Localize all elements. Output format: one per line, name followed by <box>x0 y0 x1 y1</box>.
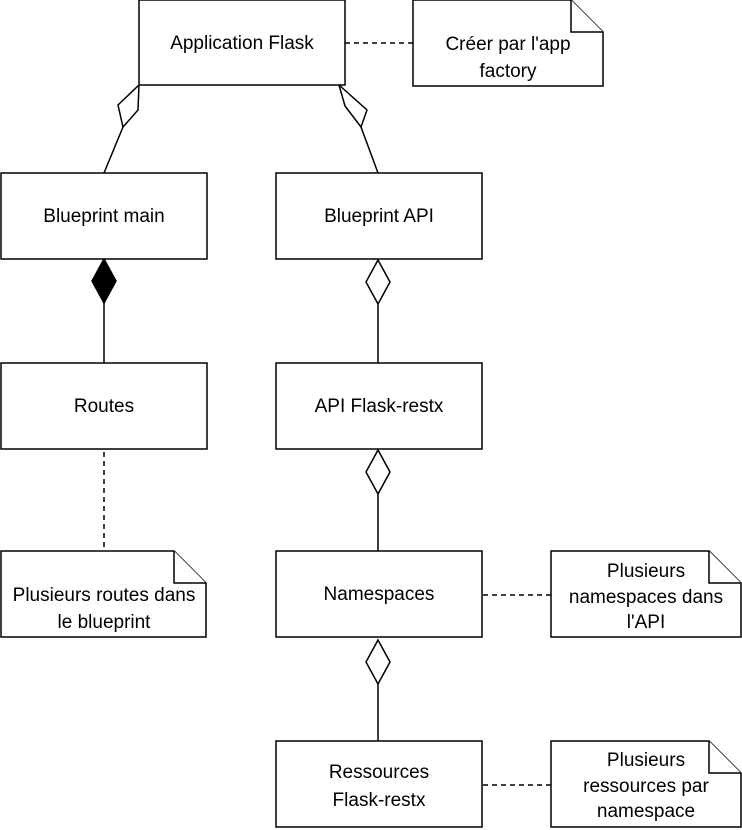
composition-diamond-main-routes <box>91 257 117 305</box>
note-line-1: Plusieurs routes dans <box>13 585 196 606</box>
aggregation-diamond-restx-namespaces <box>365 448 391 496</box>
note-line-3: namespace <box>597 801 695 822</box>
node-blueprint-api: Blueprint API <box>275 172 483 260</box>
node-label: Blueprint API <box>324 206 434 227</box>
node-application-flask: Application Flask <box>138 0 346 86</box>
node-label: API Flask-restx <box>315 396 444 417</box>
note-plusieurs-ressources: Plusieurs ressources par namespace <box>550 740 742 828</box>
note-line-3: l'API <box>627 612 665 633</box>
edge-app-blueprint-api <box>360 126 379 174</box>
note-line-1: Plusieurs <box>607 750 685 771</box>
note-plusieurs-namespaces: Plusieurs namespaces dans l'API <box>550 550 742 638</box>
aggregation-diamond-api-restx <box>365 258 391 306</box>
aggregation-diamond-app-main <box>117 83 140 129</box>
node-api-flask-restx: API Flask-restx <box>275 362 483 450</box>
note-line-1: Plusieurs <box>607 561 685 582</box>
node-label: Blueprint main <box>43 206 164 227</box>
node-routes: Routes <box>0 362 208 450</box>
note-app-factory: Créer par l'app factory <box>412 0 604 87</box>
node-label-line-2: Flask-restx <box>333 790 426 811</box>
note-line-2: le blueprint <box>58 612 152 633</box>
node-label: Application Flask <box>170 33 314 54</box>
node-label: Routes <box>74 396 134 417</box>
edge-app-blueprint-main <box>103 126 124 174</box>
node-blueprint-main: Blueprint main <box>0 172 208 260</box>
node-label-line-1: Ressources <box>329 762 429 783</box>
node-ressources-flask-restx: Ressources Flask-restx <box>275 740 483 828</box>
note-line-1: Créer par l'app <box>445 34 570 55</box>
aggregation-diamond-app-api <box>337 82 368 129</box>
note-line-2: ressources par <box>583 776 709 797</box>
aggregation-diamond-namespaces-ressources <box>365 638 391 686</box>
note-line-2: namespaces dans <box>569 587 723 608</box>
node-namespaces: Namespaces <box>275 550 483 638</box>
note-line-2: factory <box>479 61 537 82</box>
note-plusieurs-routes: Plusieurs routes dans le blueprint <box>0 550 207 638</box>
node-label: Namespaces <box>324 584 435 605</box>
